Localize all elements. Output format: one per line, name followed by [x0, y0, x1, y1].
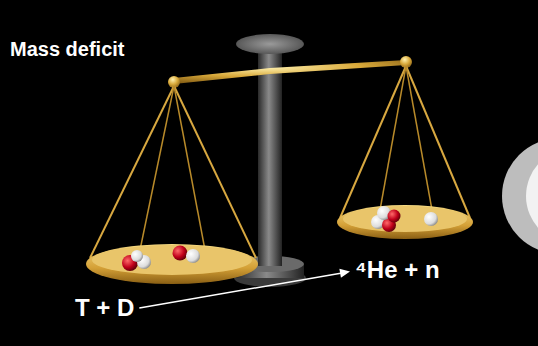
reaction-label: T + D: [72, 292, 137, 324]
node-text: T + D: [75, 294, 134, 322]
node-text: ⁴He + n: [355, 256, 440, 284]
reaction-label: ⁴He + n: [352, 254, 443, 286]
heading: Mass deficit: [10, 38, 124, 61]
reaction-arrow: [139, 269, 350, 308]
